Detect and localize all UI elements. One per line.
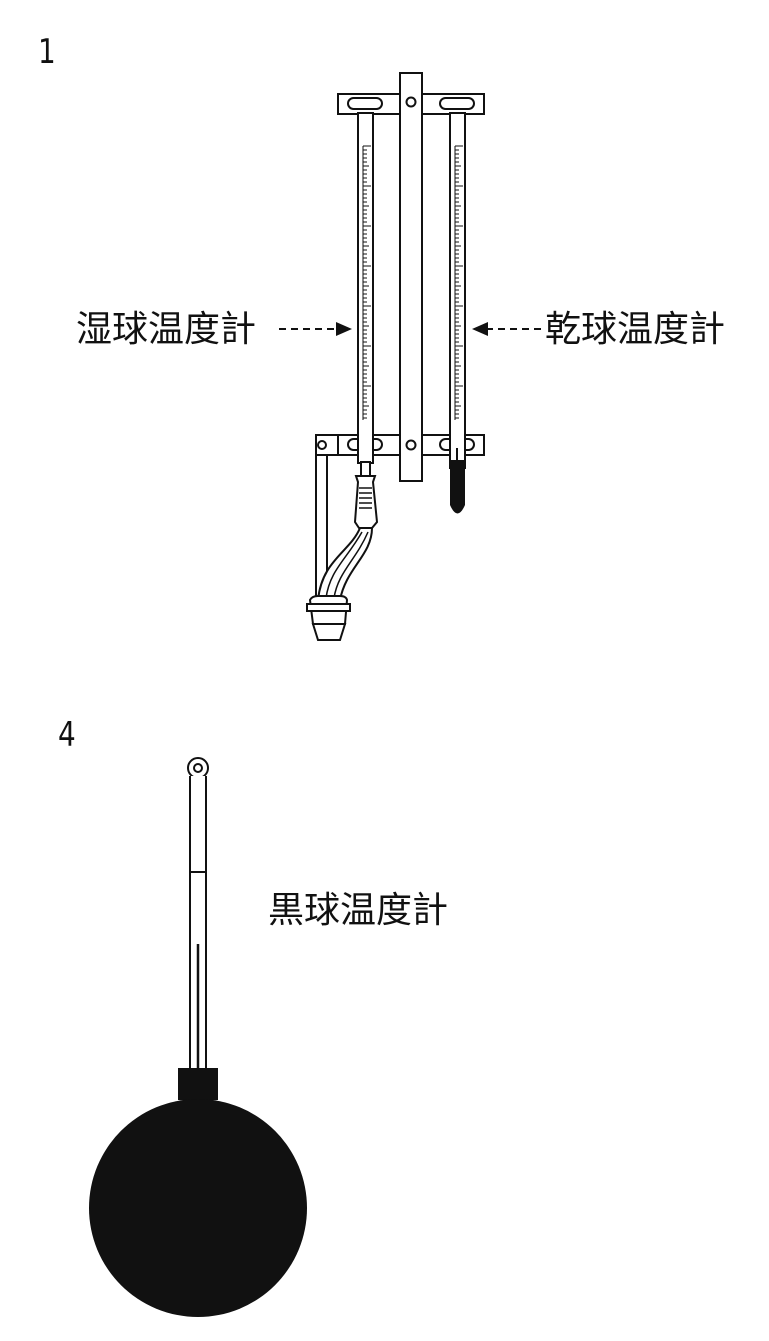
globe-thermometer-label: 黒球温度計 xyxy=(268,890,449,931)
dry-bulb-thermometer-label: 乾球温度計 xyxy=(545,309,726,350)
dry-thermometer-scale xyxy=(454,145,463,420)
figure-4-number: 4 xyxy=(58,715,76,755)
figure-1-number: 1 xyxy=(38,32,56,72)
globe-thermometer-diagram xyxy=(89,757,307,1317)
wet-thermometer-scale xyxy=(362,145,371,420)
dry-arrow-head xyxy=(472,322,488,336)
psychrometer-diagram xyxy=(279,72,545,641)
black-globe xyxy=(89,1099,307,1317)
side-frame-screw xyxy=(317,440,327,450)
clip-wet-top xyxy=(347,97,383,110)
central-board xyxy=(399,72,423,482)
thermometer-stem xyxy=(189,776,207,873)
wet-arrow-head xyxy=(336,322,352,336)
board-screw-top xyxy=(405,96,417,108)
wet-bulb-thermometer-label: 湿球温度計 xyxy=(76,309,257,350)
globe-stopper xyxy=(178,1068,218,1100)
clip-dry-top xyxy=(439,97,475,110)
wet-bulb-wick xyxy=(306,461,379,641)
board-screw-bottom xyxy=(405,439,417,451)
dry-bulb-reservoir xyxy=(450,460,465,514)
